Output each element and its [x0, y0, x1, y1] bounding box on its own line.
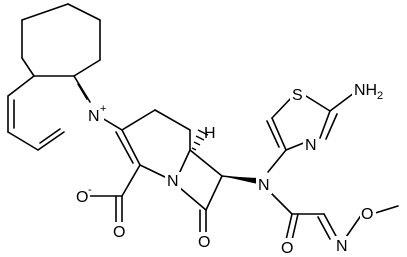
atom-pyridinium-n-charge: + [100, 103, 106, 115]
atom-labels: N + H N O O - O N S N NH 2 O [74, 80, 392, 257]
bond [77, 83, 88, 100]
atom-carboxylate-o: O [113, 224, 125, 241]
bond [101, 117, 123, 131]
bonds [7, 3, 399, 241]
atom-pyridinium-n: N [88, 108, 100, 125]
bond [7, 75, 35, 97]
bond [371, 205, 399, 215]
atom-lactam-o: O [198, 234, 210, 251]
atom-amino: NH [354, 82, 377, 99]
bond [73, 59, 101, 77]
atom-methoxy-o: O [361, 206, 373, 223]
bond [177, 149, 191, 177]
bond [323, 213, 337, 237]
bond [271, 96, 293, 119]
bond [305, 95, 331, 112]
bond [21, 57, 35, 77]
bond [317, 216, 331, 240]
bond [154, 109, 191, 131]
bond [267, 149, 287, 173]
bond [291, 213, 299, 241]
bond [285, 213, 293, 241]
atom-amide-n: N [258, 177, 270, 194]
bond [179, 187, 207, 211]
bond [73, 75, 91, 103]
atom-carboxylate-o-charge: - [88, 184, 92, 196]
bond [39, 128, 61, 144]
bond [21, 3, 69, 21]
bond [343, 213, 363, 241]
atom-acyl-o: O [281, 240, 293, 257]
bond [205, 175, 223, 211]
bond [329, 92, 355, 112]
bond [67, 3, 101, 21]
bond [325, 113, 338, 140]
bond [139, 164, 168, 179]
atom-thiazole-s: S [292, 87, 303, 104]
bond [319, 110, 331, 139]
atom-stereo-h: H [204, 125, 216, 142]
bond [189, 149, 223, 177]
wedge-bond [222, 176, 258, 184]
atom-carboxylate-o-minus: O [76, 189, 88, 206]
bond [121, 109, 156, 131]
bond [37, 131, 65, 151]
bond [115, 131, 134, 164]
bond [121, 164, 141, 197]
bond [271, 117, 287, 151]
atom-amino-subscript: 2 [377, 90, 383, 102]
bond [266, 120, 280, 148]
hashed-wedge-bond [191, 129, 209, 151]
atom-lactam-n: N [167, 173, 179, 190]
bond [285, 141, 307, 151]
bond [121, 129, 141, 166]
bond [7, 131, 39, 151]
atom-oxime-n: N [336, 238, 348, 255]
atom-thiazole-n: N [305, 137, 317, 154]
